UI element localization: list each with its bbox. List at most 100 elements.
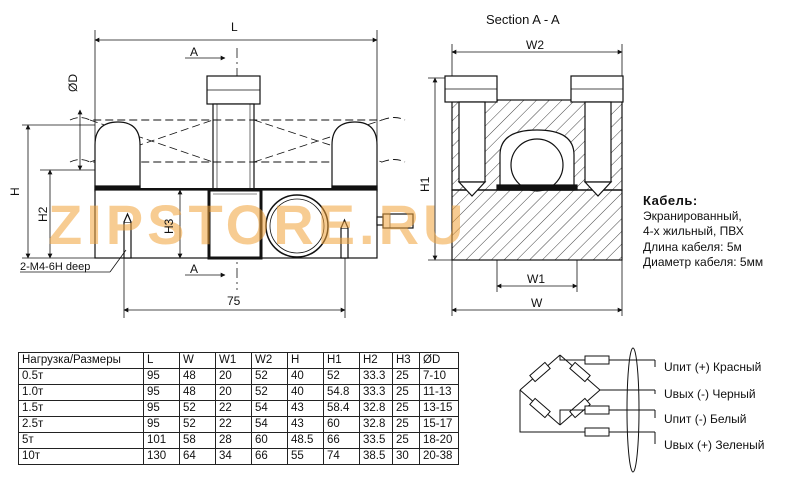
table-cell: 33.3 — [359, 368, 393, 385]
table-cell: 54.8 — [323, 384, 360, 401]
cable-info: Кабель: Экранированный, 4-х жильный, ПВХ… — [643, 193, 763, 271]
table-cell: 22 — [215, 400, 252, 417]
table-cell: 25 — [392, 416, 420, 433]
table-cell: 33.3 — [359, 384, 393, 401]
table-cell: 95 — [143, 368, 180, 385]
table-header-cell: W — [179, 352, 216, 369]
dim-H2-label: H2 — [36, 206, 50, 222]
table-cell: 22 — [215, 416, 252, 433]
table-header-cell: H — [287, 352, 324, 369]
table-header-cell: W2 — [251, 352, 288, 369]
table-cell: 32.8 — [359, 416, 393, 433]
table-cell: 66 — [251, 448, 288, 465]
table-header-row: Нагрузка/Размеры L W W1 W2 H H1 H2 H3 ØD — [18, 352, 459, 369]
table-cell: 60 — [323, 416, 360, 433]
table-cell: 55 — [287, 448, 324, 465]
table-cell: 40 — [287, 384, 324, 401]
table-cell: 20 — [215, 384, 252, 401]
table-cell: 52 — [251, 368, 288, 385]
table-cell: 15-17 — [419, 416, 459, 433]
cable-title: Кабель: — [643, 193, 698, 208]
table-cell: 101 — [143, 432, 180, 449]
section-view — [428, 44, 624, 316]
dim-75-label: 75 — [227, 294, 241, 308]
cable-line: 4-х жильный, ПВХ — [643, 224, 744, 238]
table-header-cell: H2 — [359, 352, 393, 369]
dim-W2-label: W2 — [526, 38, 544, 52]
table-cell: 74 — [323, 448, 360, 465]
table-cell: 13-15 — [419, 400, 459, 417]
table-cell: 0.5т — [18, 368, 144, 385]
table-cell: 95 — [143, 400, 180, 417]
table-cell: 40 — [287, 368, 324, 385]
table-cell: 2.5т — [18, 416, 144, 433]
table-cell: 18-20 — [419, 432, 459, 449]
table-header-cell: H1 — [323, 352, 360, 369]
table-cell: 38.5 — [359, 448, 393, 465]
table-cell: 10т — [18, 448, 144, 465]
table-cell: 43 — [287, 400, 324, 417]
section-arrow-bottom-label: A — [190, 262, 199, 276]
section-title: Section A - A — [486, 12, 560, 27]
table-cell: 52 — [179, 416, 216, 433]
section-arrow-top-label: A — [190, 45, 199, 59]
dim-H1-label: H1 — [418, 176, 432, 192]
wire-label-out-minus: Uвых (-) Черный — [664, 387, 756, 401]
cable-line: Длина кабеля: 5м — [643, 239, 742, 254]
dim-H3-label: H3 — [162, 218, 176, 234]
table-header-cell: W1 — [215, 352, 252, 369]
table-cell: 52 — [179, 400, 216, 417]
table-cell: 25 — [392, 368, 420, 385]
table-cell: 25 — [392, 384, 420, 401]
watermark-text: ZIPSTORE.RU — [48, 193, 468, 256]
table-cell: 58 — [179, 432, 216, 449]
table-cell: 20 — [215, 368, 252, 385]
table-cell: 1.0т — [18, 384, 144, 401]
table-cell: 28 — [215, 432, 252, 449]
table-cell: 95 — [143, 416, 180, 433]
table-cell: 43 — [287, 416, 324, 433]
table-cell: 11-13 — [419, 384, 459, 401]
table-cell: 30 — [392, 448, 420, 465]
cable-line: Экранированный, — [643, 208, 742, 223]
cable-line: Диаметр кабеля: 5мм — [643, 255, 764, 269]
table-cell: 20-38 — [419, 448, 459, 465]
wire-label-out-plus: Uвых (+) Зеленый — [664, 438, 765, 452]
thread-note: 2-M4-6H deep — [20, 261, 91, 273]
dim-W1-label: W1 — [527, 272, 545, 286]
table-cell: 52 — [251, 384, 288, 401]
table-cell: 34 — [215, 448, 252, 465]
table-cell: 95 — [143, 384, 180, 401]
table-header-cell: L — [143, 352, 180, 369]
table-cell: 48 — [179, 384, 216, 401]
spec-table: Нагрузка/Размеры L W W1 W2 H H1 H2 H3 ØD… — [18, 352, 459, 465]
table-cell: 58.4 — [323, 400, 360, 417]
table-cell: 52 — [323, 368, 360, 385]
table-cell: 48 — [179, 368, 216, 385]
wire-label-supply-minus: Uпит (-) Белый — [664, 412, 747, 426]
table-cell: 25 — [392, 432, 420, 449]
table-cell: 48.5 — [287, 432, 324, 449]
table-cell: 32.8 — [359, 400, 393, 417]
front-view — [20, 30, 414, 318]
dim-phiD-label: ØD — [66, 74, 80, 92]
table-cell: 54 — [251, 416, 288, 433]
table-cell: 60 — [251, 432, 288, 449]
table-cell: 33.5 — [359, 432, 393, 449]
dim-W-label: W — [531, 296, 543, 310]
wire-label-supply-plus: Uпит (+) Красный — [664, 360, 762, 374]
table-cell: 54 — [251, 400, 288, 417]
table-cell: 66 — [323, 432, 360, 449]
table-cell: 130 — [143, 448, 180, 465]
dim-L-label: L — [231, 20, 238, 34]
wiring-diagram — [519, 347, 656, 473]
table-cell: 64 — [179, 448, 216, 465]
